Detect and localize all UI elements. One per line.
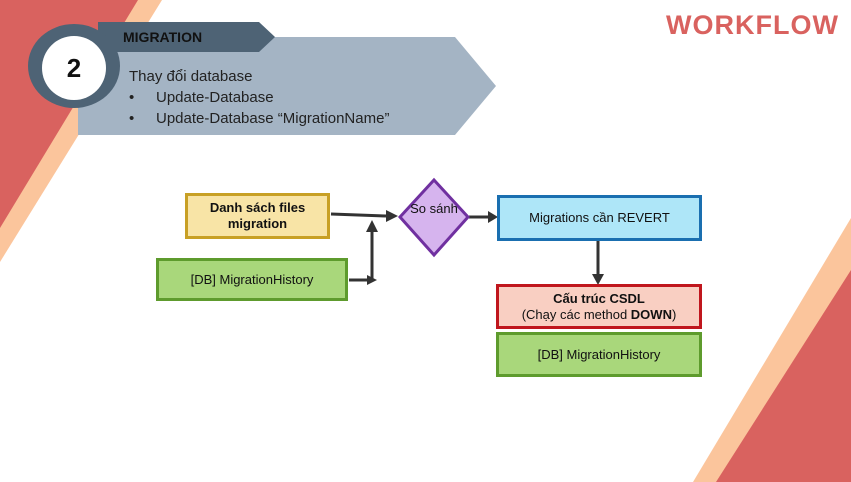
command-list: • Update-Database • Update-Database “Migra…: [129, 87, 389, 129]
command-text: Update-Database “MigrationName”: [156, 110, 390, 127]
compare-label: So sánh: [410, 201, 458, 216]
db-structure-note: (Chạy các method DOWN): [522, 307, 677, 323]
migration-history-result-label: [DB] MigrationHistory: [537, 346, 661, 362]
db-structure-title: Cấu trúc CSDL: [553, 290, 645, 306]
header-label-tab: [98, 22, 275, 52]
command-item: • Update-Database: [129, 87, 389, 108]
header-description: Thay đổi database • Update-Database • Upda…: [129, 66, 389, 129]
slide-title: WORKFLOW: [666, 10, 839, 40]
section-label: MIGRATION: [123, 29, 203, 45]
header-chevron: [78, 37, 496, 135]
bullet: •: [129, 110, 135, 127]
migration-history-label: [DB] MigrationHistory: [190, 271, 314, 287]
description-text: Thay đổi database: [129, 68, 253, 85]
migration-files-label: Danh sách files migration: [209, 200, 306, 231]
db-structure-node: Cấu trúc CSDL (Chạy các method DOWN): [496, 284, 702, 329]
revert-migrations-label: Migrations cần REVERT: [529, 210, 670, 225]
compare-diamond: [397, 177, 471, 258]
note-suffix: ): [671, 306, 677, 322]
step-number: 2: [42, 36, 106, 100]
migration-files-node: Danh sách files migration: [185, 193, 330, 239]
command-text: Update-Database: [156, 89, 274, 106]
migration-history-node: [DB] MigrationHistory: [156, 258, 348, 301]
note-method: DOWN: [630, 306, 672, 322]
revert-migrations-node: Migrations cần REVERT: [497, 195, 702, 241]
migration-history-result-node: [DB] MigrationHistory: [496, 332, 702, 377]
note-prefix: (Chạy các method: [521, 306, 631, 322]
bullet: •: [129, 89, 135, 106]
corner-red-triangle-br: [716, 270, 851, 482]
command-item: • Update-Database “MigrationName”: [129, 108, 389, 129]
